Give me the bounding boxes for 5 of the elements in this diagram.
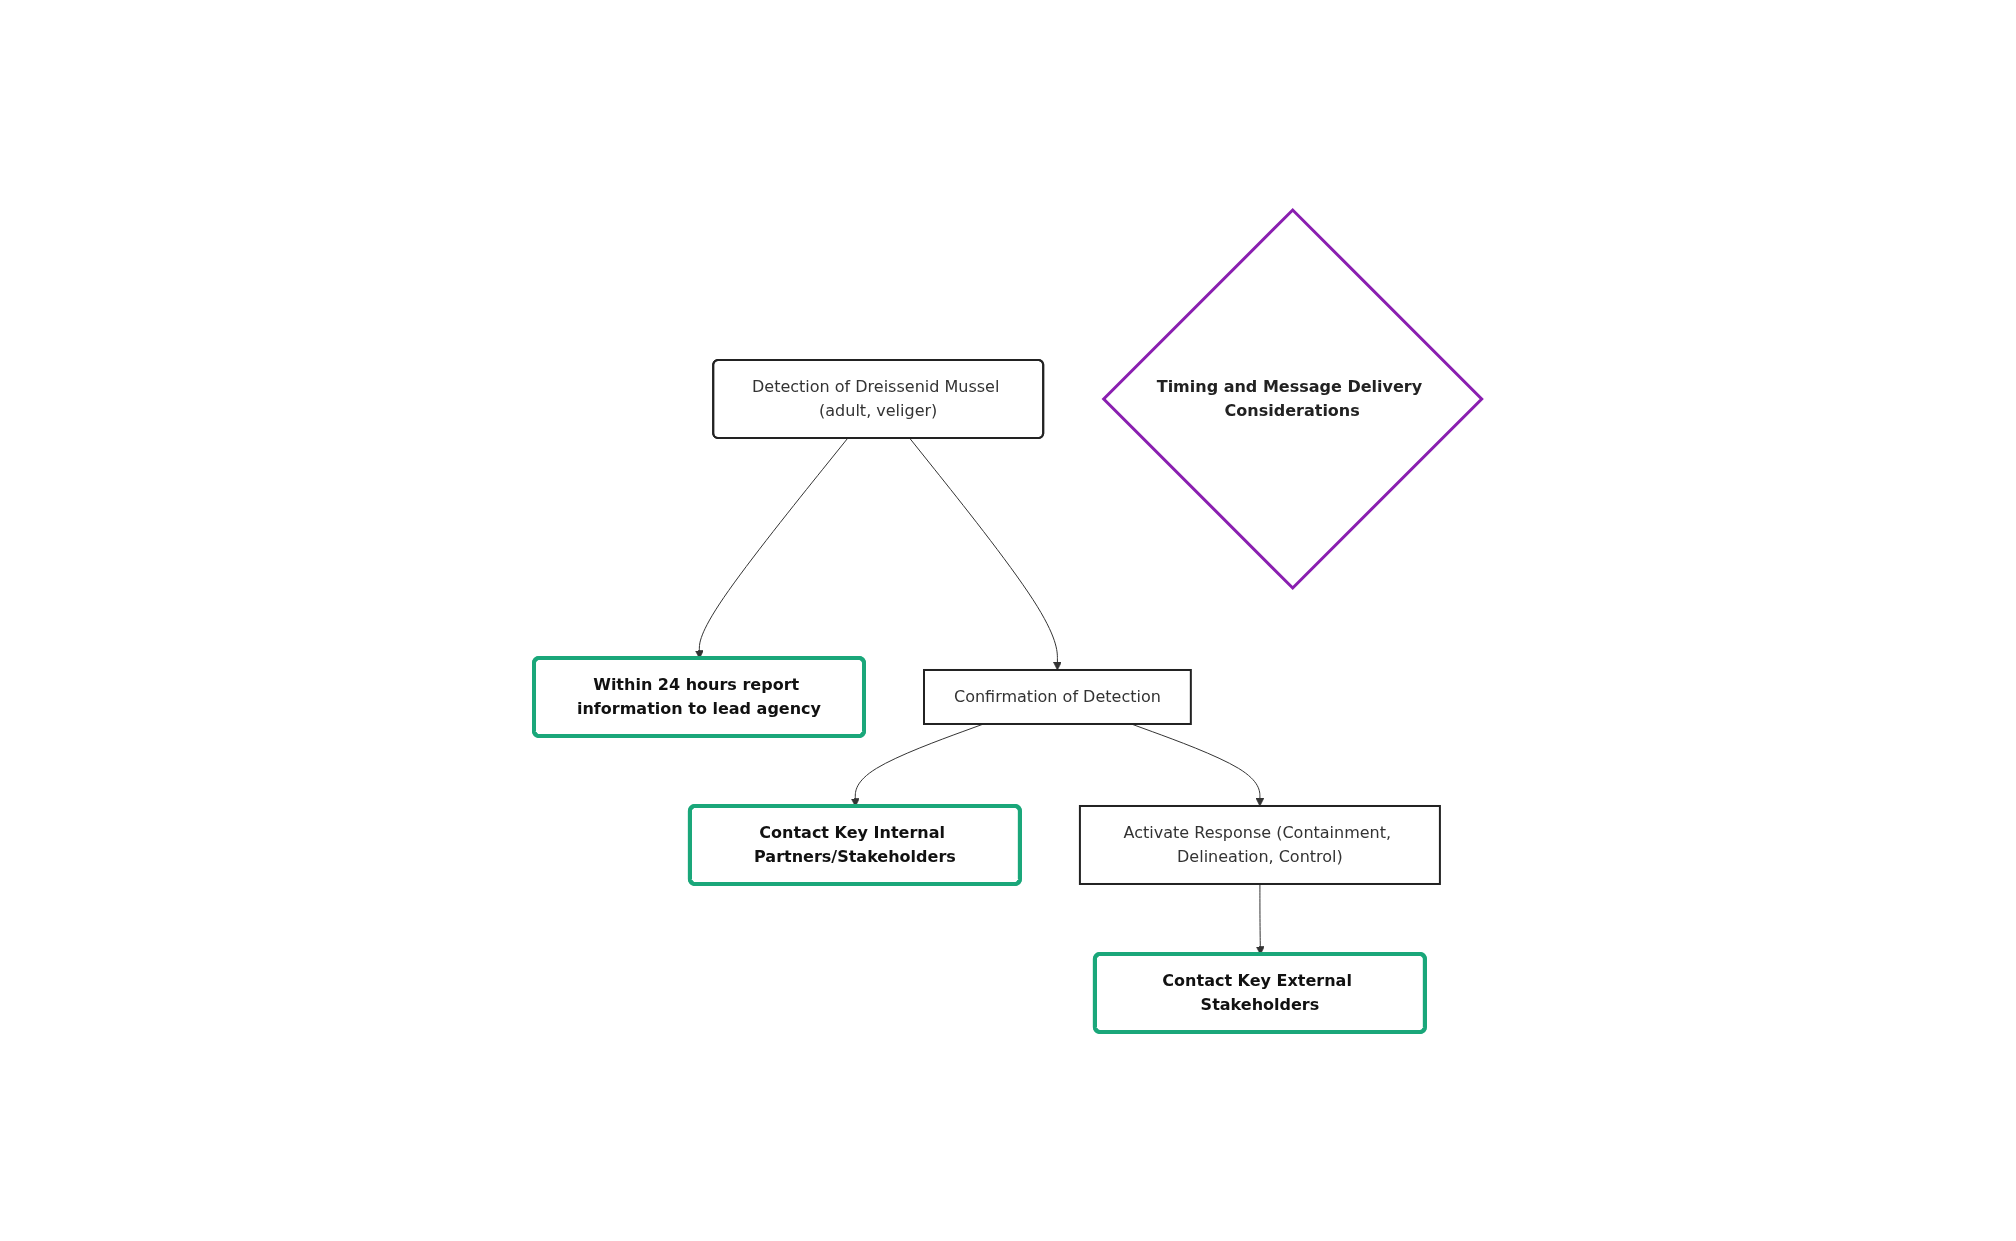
node-diamond: Timing and Message Delivery Considerations [1101, 207, 1484, 590]
node-box: Confirmation of Detection [923, 668, 1192, 725]
node-text: Within 24 hours report information to lead agency [577, 674, 822, 718]
node-box: Activate Response (Containment, Delineation, Control) [1079, 804, 1442, 885]
arrow [909, 437, 1062, 670]
